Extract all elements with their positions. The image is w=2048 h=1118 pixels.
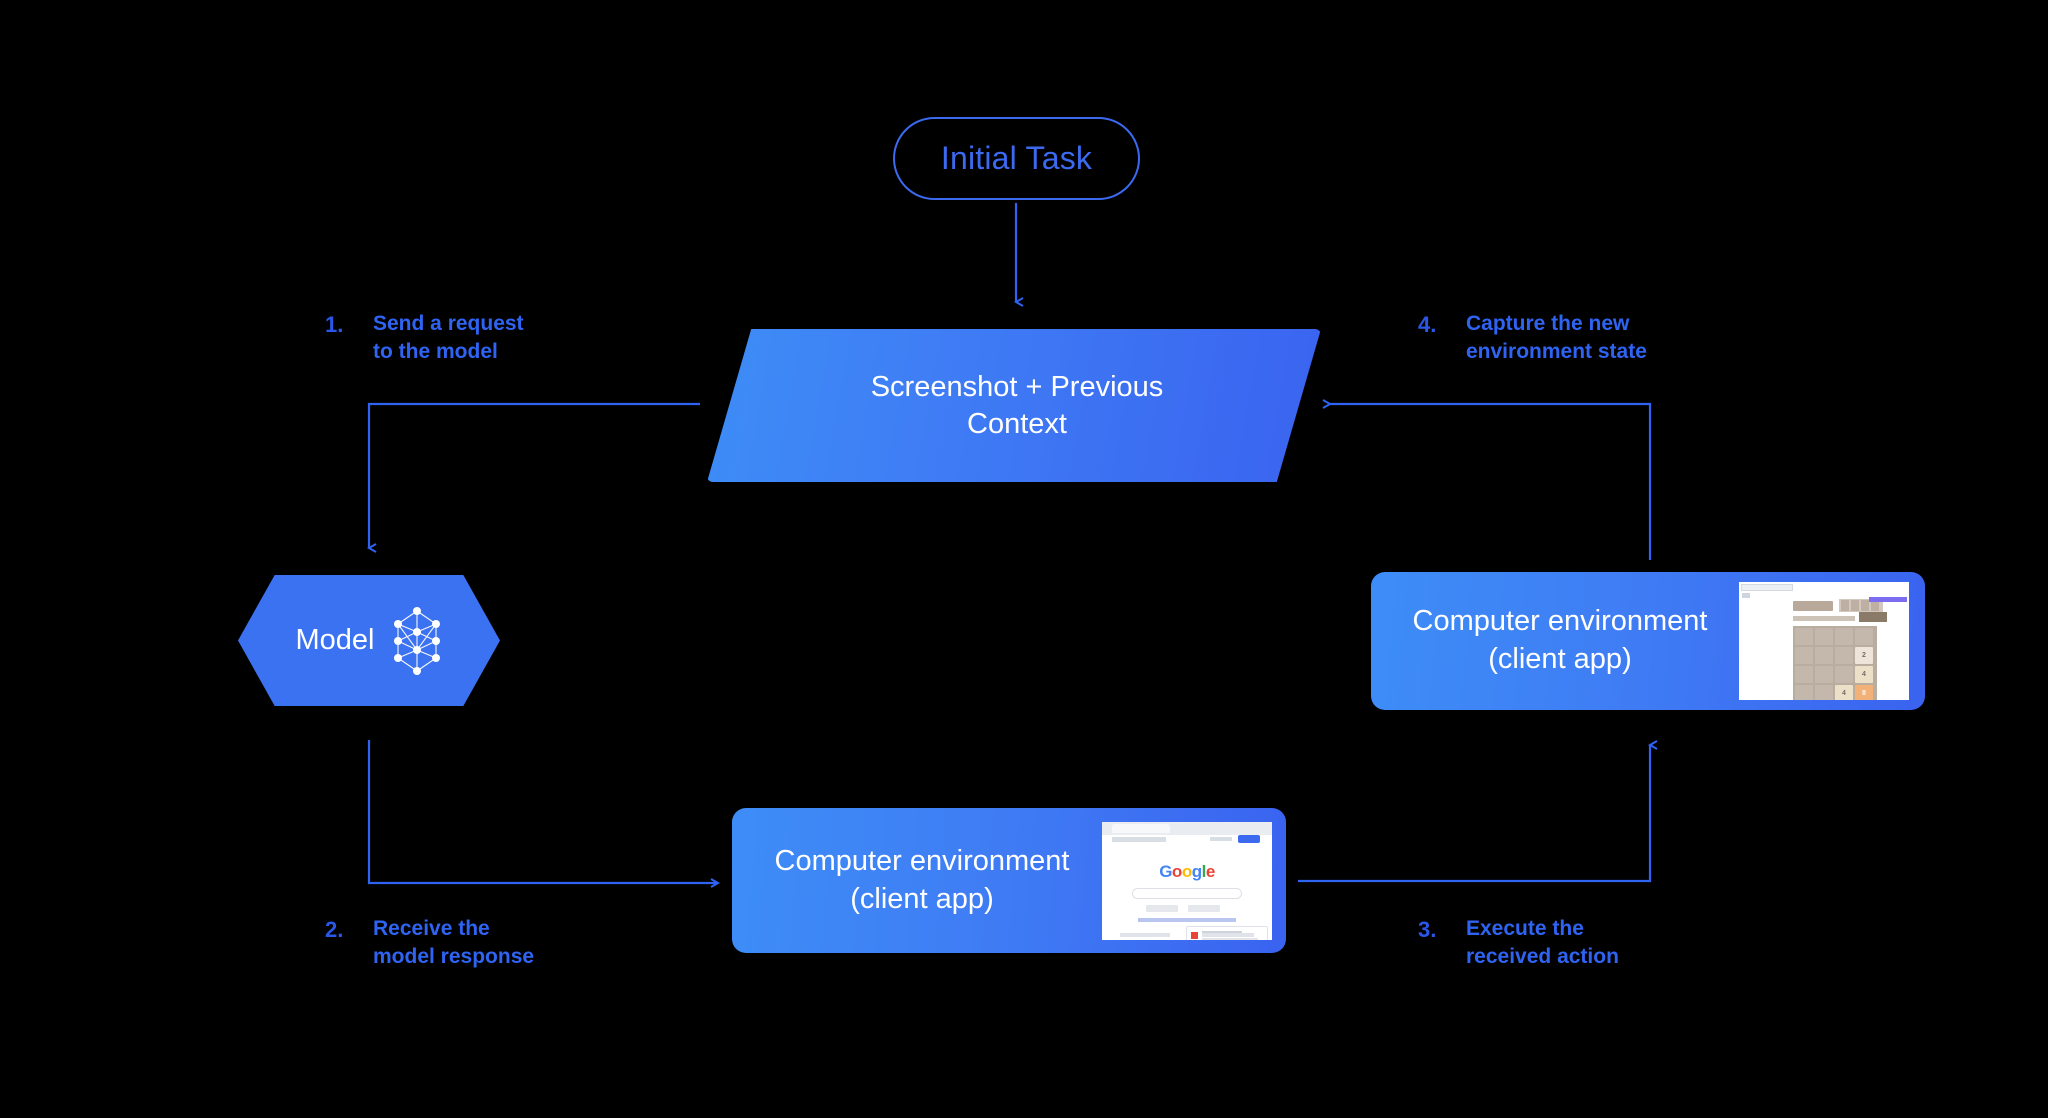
screenshot-context-line2: Context — [967, 407, 1067, 440]
instructions-text — [1793, 616, 1855, 621]
search-input — [1132, 887, 1242, 899]
env-right-line1: Computer environment — [1412, 605, 1708, 638]
browser-tab — [1112, 823, 1170, 833]
dialog-body — [1202, 937, 1258, 940]
browser-tab-bar — [1741, 584, 1793, 591]
env-bottom-label: Computer environment (client app) — [732, 843, 1102, 918]
site-title-2048 — [1793, 601, 1833, 611]
step-2-caption: 2. Receive the model response — [325, 915, 534, 970]
model-node[interactable]: Model — [238, 575, 500, 706]
step-1-number: 1. — [325, 312, 344, 337]
step-4-caption: 4. Capture the new environment state — [1418, 310, 1647, 365]
arrow-step-2 — [367, 740, 721, 888]
thumbnail-2048-game: 2 4 4 8 — [1739, 582, 1909, 700]
sign-in-button — [1238, 834, 1260, 843]
tile-4: 4 — [1855, 666, 1873, 683]
header-links — [1869, 597, 1907, 602]
tile-8: 8 — [1855, 685, 1873, 700]
game-board-2048: 2 4 4 8 — [1793, 626, 1877, 700]
step-4-number: 4. — [1418, 312, 1437, 337]
search-buttons — [1146, 904, 1228, 912]
tile-2: 2 — [1855, 647, 1873, 664]
language-links — [1138, 917, 1236, 922]
step-4-text: Capture the new environment state — [1466, 312, 1647, 363]
env-right-label: Computer environment (client app) — [1371, 603, 1739, 678]
model-label: Model — [295, 624, 375, 656]
step-3-number: 3. — [1418, 917, 1437, 942]
arrow-step-4 — [1322, 399, 1652, 560]
step-3-caption: 3. Execute the received action — [1418, 915, 1619, 970]
step-2-text: Receive the model response — [373, 917, 535, 968]
tile-4-b: 4 — [1835, 685, 1853, 700]
initial-task-label: Initial Task — [940, 140, 1093, 176]
step-2-number: 2. — [325, 917, 344, 942]
env-right-line2: (client app) — [1488, 643, 1632, 675]
neural-network-icon — [393, 606, 440, 675]
browser-toolbar — [1742, 593, 1750, 598]
arrow-step-3 — [1298, 740, 1658, 883]
page-footer — [1102, 932, 1272, 938]
arrow-step-1 — [366, 402, 700, 553]
step-1-text: Send a request to the model — [373, 312, 524, 363]
screenshot-context-node[interactable]: Screenshot + Previous Context — [707, 329, 1321, 482]
address-bar — [1112, 836, 1166, 842]
initial-task-node[interactable]: Initial Task — [893, 117, 1140, 200]
new-game-button — [1859, 612, 1887, 622]
step-3-text: Execute the received action — [1466, 917, 1619, 968]
step-1-caption: 1. Send a request to the model — [325, 310, 524, 365]
header-links-google — [1210, 836, 1232, 841]
env-bottom-line2: (client app) — [850, 882, 994, 915]
computer-environment-right[interactable]: Computer environment (client app) — [1371, 572, 1925, 710]
screenshot-context-label: Screenshot + Previous Context — [865, 369, 1164, 443]
screenshot-context-line1: Screenshot + Previous — [870, 370, 1164, 403]
dialog-icon — [1191, 931, 1198, 939]
score-boxes — [1839, 599, 1883, 612]
env-bottom-line1: Computer environment — [774, 844, 1070, 877]
